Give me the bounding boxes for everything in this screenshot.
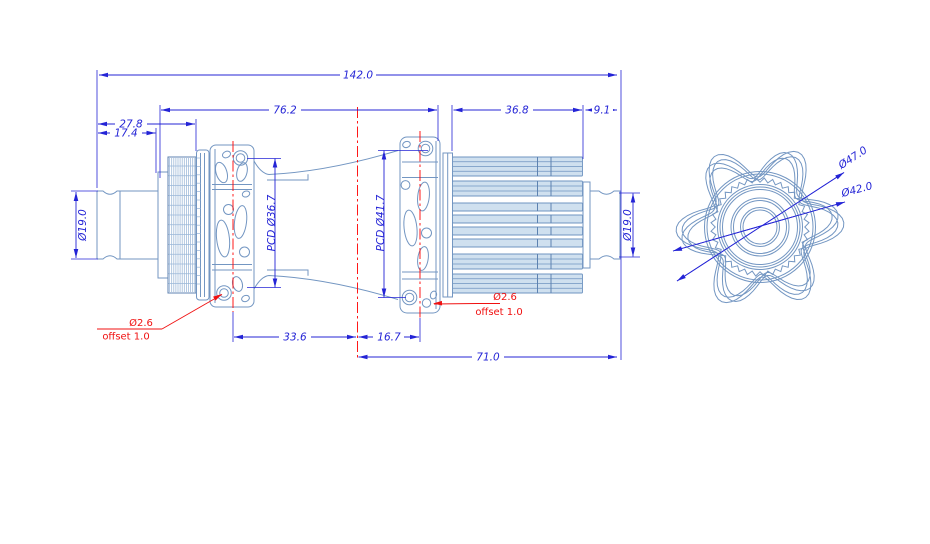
dim-freehub-body: 36.8 xyxy=(505,105,529,117)
dim-left-flange-pcd: PCD Ø36.7 xyxy=(266,194,278,251)
dim-overall-length: 142.0 xyxy=(343,70,373,82)
dim-center-to-right-flange: 16.7 xyxy=(377,332,401,344)
side-view-geometry xyxy=(96,136,621,314)
right-leader xyxy=(433,303,500,305)
leader-arrowheads xyxy=(213,294,443,306)
rotor-mount-knurl xyxy=(168,158,196,292)
end-view: Ø47.0 Ø42.0 xyxy=(672,144,874,304)
dim-right-flange-pcd: PCD Ø41.7 xyxy=(375,194,387,251)
end-view-flange-lobes xyxy=(675,150,845,304)
end-view-dim-lines xyxy=(672,172,846,282)
left-axle-end-cap xyxy=(96,190,158,260)
spoke-hole-annotations: Ø2.6 offset 1.0 Ø2.6 offset 1.0 xyxy=(97,291,523,343)
left-spoke-hole-offset: offset 1.0 xyxy=(102,332,149,343)
left-spoke-flange xyxy=(209,144,255,308)
right-axle-end-cap xyxy=(582,181,621,269)
dim-endview-inner: Ø42.0 xyxy=(839,180,874,200)
right-spoke-hole-diameter: Ø2.6 xyxy=(493,291,517,303)
dim-flange-to-end: 76.2 xyxy=(273,105,297,117)
dim-center-to-right-end: 71.0 xyxy=(476,352,500,364)
dimension-arrowheads xyxy=(73,72,845,360)
right-spoke-hole xyxy=(421,298,432,308)
dim-right-axle-diameter: Ø19.0 xyxy=(622,209,634,242)
left-leader xyxy=(97,294,223,330)
dim-endview-outer: Ø47.0 xyxy=(836,144,870,172)
dim-right-end-cap: 9.1 xyxy=(594,105,611,117)
right-spoke-hole-offset: offset 1.0 xyxy=(475,307,522,318)
dim-center-to-left-flange: 33.6 xyxy=(283,332,307,344)
dimension-lines: 142.0 76.2 36.8 9.1 27.8 17.4 33.6 16.7 … xyxy=(71,69,846,364)
left-spoke-hole xyxy=(219,288,229,298)
hub-barrel xyxy=(253,150,399,300)
dim-left-axle-diameter: Ø19.0 xyxy=(77,209,89,242)
left-shell-step xyxy=(157,171,169,279)
left-spoke-hole-diameter: Ø2.6 xyxy=(129,317,153,329)
dim-left-end-cap: 17.4 xyxy=(114,128,137,140)
end-view-circles xyxy=(704,171,816,283)
freehub-splines xyxy=(452,156,583,294)
freehub-end-plate xyxy=(442,152,453,298)
lock-ring-serration xyxy=(197,157,201,285)
centerlines xyxy=(232,107,421,360)
